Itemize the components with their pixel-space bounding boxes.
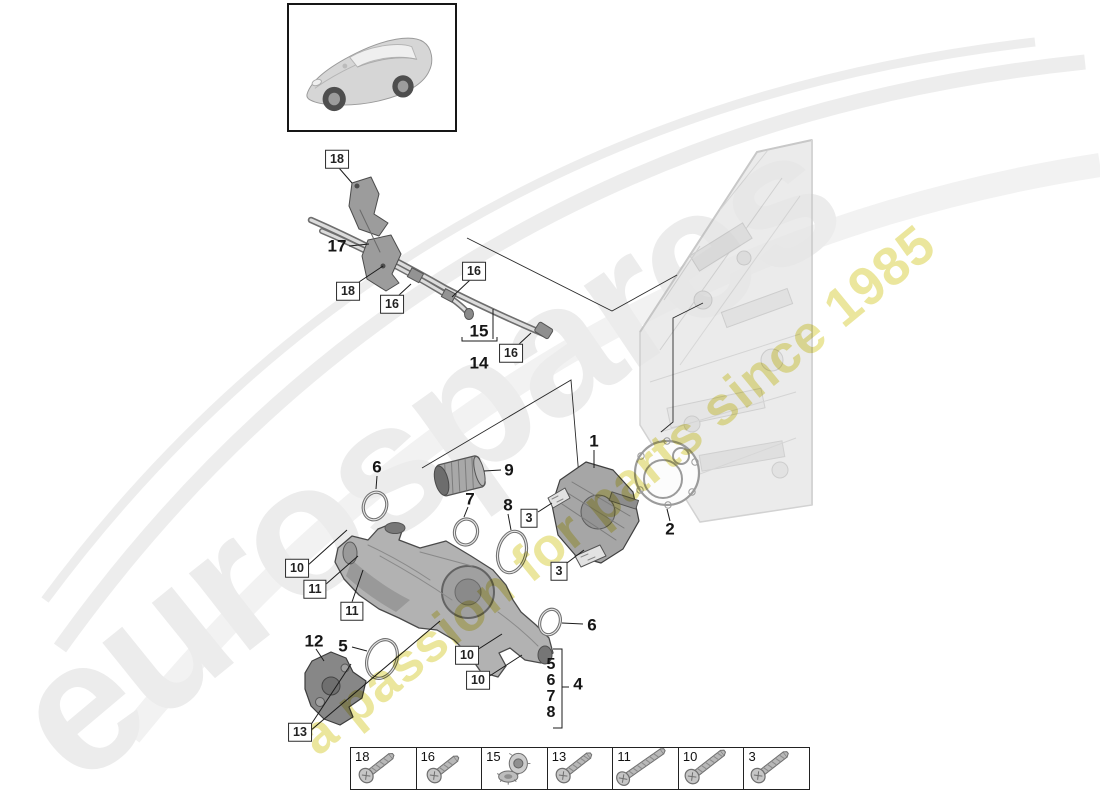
- pan-head-screw-icon: [751, 751, 790, 784]
- part-callout-17[interactable]: 17: [327, 236, 347, 256]
- swoosh-graphic: [41, 37, 1100, 743]
- leader-lines: [306, 167, 671, 732]
- part-callout-12[interactable]: 12: [304, 631, 324, 651]
- part-callout-box-10-a[interactable]: 10: [285, 558, 309, 578]
- part-callout-box-13[interactable]: 13: [288, 722, 312, 742]
- sealing-plug-icon: [497, 752, 531, 785]
- part-callout-box-16-b[interactable]: 16: [462, 261, 486, 281]
- legend-item-16[interactable]: 16: [417, 748, 483, 789]
- part-callout-box-3-b[interactable]: 3: [550, 561, 568, 581]
- car-illustration: [306, 37, 433, 112]
- part-callout-6-right[interactable]: 6: [587, 615, 597, 635]
- legend-number: 15: [486, 749, 501, 764]
- group-item-7[interactable]: 7: [546, 688, 556, 705]
- part-callout-box-3-a[interactable]: 3: [520, 508, 538, 528]
- part-callout-box-11-a[interactable]: 11: [303, 579, 327, 599]
- pan-head-screw-icon: [555, 752, 593, 784]
- legend-item-18[interactable]: 18: [351, 748, 417, 789]
- part-callout-box-10-c[interactable]: 10: [466, 670, 490, 690]
- part-callout-15[interactable]: 15: [469, 321, 489, 341]
- fastener-legend: 18 16 15: [350, 747, 810, 790]
- group-item-8[interactable]: 8: [546, 704, 556, 721]
- legend-item-13[interactable]: 13: [548, 748, 614, 789]
- part-callout-8[interactable]: 8: [503, 495, 513, 515]
- legend-item-3[interactable]: 3: [744, 748, 809, 789]
- pan-head-screw-icon: [358, 752, 395, 784]
- group-item-6[interactable]: 6: [546, 672, 556, 689]
- parts-illustration: [304, 176, 701, 726]
- legend-number: 16: [420, 749, 436, 764]
- part-callout-4[interactable]: 4: [573, 674, 583, 694]
- legend-number: 11: [617, 749, 631, 764]
- legend-item-10[interactable]: 10: [679, 748, 745, 789]
- construction-lines: [421, 237, 704, 478]
- part-callout-box-10-b[interactable]: 10: [455, 645, 479, 665]
- part-callout-6-left[interactable]: 6: [372, 457, 382, 477]
- legend-number: 3: [748, 749, 756, 764]
- part-callout-box-16-c[interactable]: 16: [499, 343, 523, 363]
- part-callout-box-16-a[interactable]: 16: [380, 294, 404, 314]
- part-callout-box-18-b[interactable]: 18: [336, 281, 360, 301]
- part-callout-2[interactable]: 2: [665, 519, 675, 539]
- part-callout-9[interactable]: 9: [504, 460, 514, 480]
- part-callout-5[interactable]: 5: [338, 636, 348, 656]
- legend-number: 18: [355, 749, 370, 764]
- pan-head-screw-icon: [426, 755, 459, 784]
- part-callout-1[interactable]: 1: [589, 431, 599, 451]
- legend-number: 13: [551, 749, 567, 764]
- part-callout-14[interactable]: 14: [469, 353, 489, 373]
- engine-block-drawing: [639, 139, 813, 523]
- legend-item-15[interactable]: 15: [482, 748, 548, 789]
- part-callout-box-18-a[interactable]: 18: [325, 149, 349, 169]
- vehicle-thumbnail: [287, 3, 457, 132]
- group-item-5[interactable]: 5: [546, 656, 556, 673]
- pan-head-screw-icon: [684, 749, 726, 785]
- legend-number: 10: [682, 749, 698, 764]
- part-callout-box-11-b[interactable]: 11: [340, 601, 364, 621]
- legend-item-11[interactable]: 11: [613, 748, 679, 789]
- long-pan-head-screw-icon: [616, 748, 667, 786]
- part-callout-7[interactable]: 7: [465, 489, 475, 509]
